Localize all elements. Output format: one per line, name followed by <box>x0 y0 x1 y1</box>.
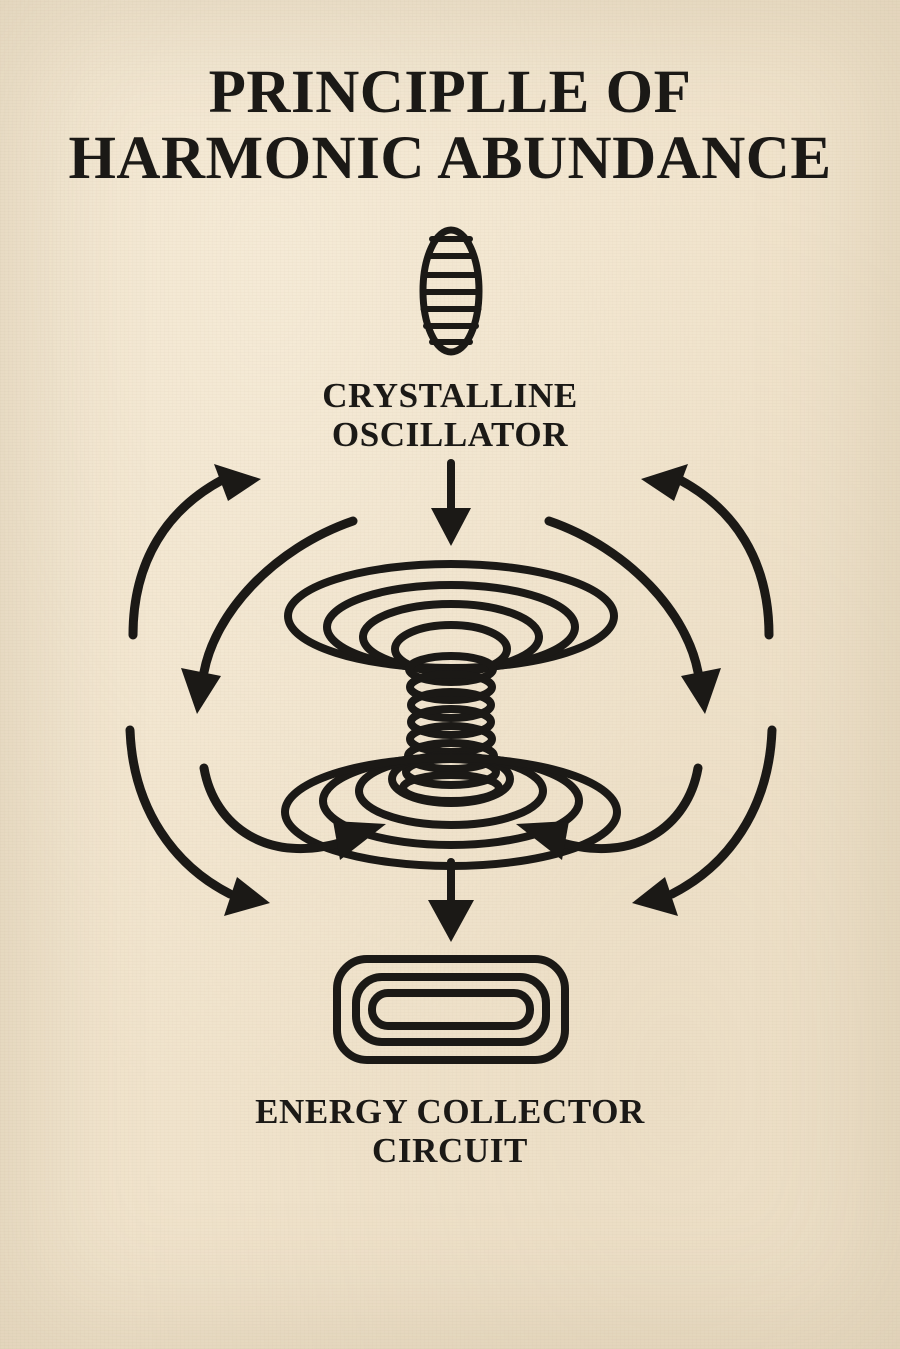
title-line-1: PRINCIPLLE OF <box>208 59 692 126</box>
oscillator-label-line-1: CRYSTALLINE <box>322 376 578 415</box>
collector-label-line-2: CIRCUIT <box>372 1131 528 1171</box>
title-line-2: HARMONIC ABUNDANCE <box>68 125 832 193</box>
flow-arrow-lower-inner-left-down <box>199 763 386 860</box>
nested-rounded-rectangle-circuit-icon <box>333 955 569 1064</box>
flow-arrow-lower-outer-left-down <box>125 725 270 916</box>
flow-arrow-outer-right-up <box>641 464 774 640</box>
arrow-vortex-to-collector <box>428 858 474 942</box>
striped-ellipse-crystal-icon <box>419 226 483 356</box>
flow-arrow-lower-inner-right-down <box>516 763 703 860</box>
torus-vortex-icon <box>281 560 621 870</box>
flow-arrow-inner-right-down <box>544 516 721 714</box>
flow-arrow-outer-left-up <box>128 464 261 640</box>
oscillator-label-line-2: OSCILLATOR <box>331 415 569 455</box>
oscillator-label: CRYSTALLINE OSCILLATOR <box>0 376 900 454</box>
collector-label: ENERGY COLLECTOR CIRCUIT <box>0 1092 900 1170</box>
flow-arrow-inner-left-down <box>181 516 358 714</box>
flow-arrow-lower-outer-right-down <box>632 725 777 916</box>
collector-label-line-1: ENERGY COLLECTOR <box>255 1092 645 1131</box>
arrow-oscillator-to-vortex <box>431 459 471 546</box>
page-title: PRINCIPLLE OF HARMONIC ABUNDANCE <box>0 59 900 193</box>
